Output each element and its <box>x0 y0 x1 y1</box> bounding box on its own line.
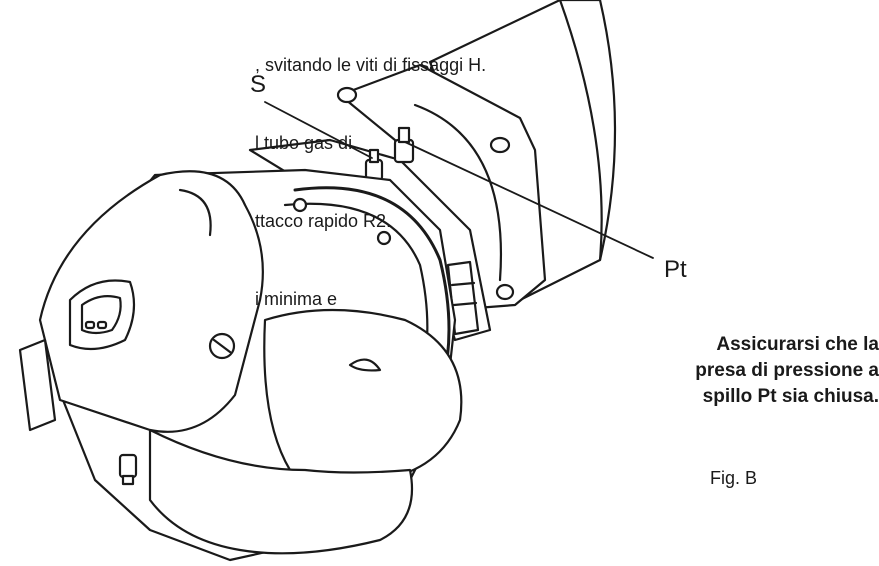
instruction-text: , svitando le viti di fissaggi H. l tubo… <box>0 0 486 338</box>
instruction-line: i minima e <box>255 289 338 309</box>
instruction-line: , svitando le viti di fissaggi H. <box>255 55 487 75</box>
leader-line-pt <box>404 141 654 259</box>
lock-knob <box>208 332 236 360</box>
leader-line-s <box>264 101 373 159</box>
instruction-line: l tubo gas di <box>255 133 353 153</box>
front-hood <box>263 308 463 482</box>
cable-gland <box>118 453 138 486</box>
flange-hole <box>489 136 511 154</box>
flange-hole <box>336 86 358 104</box>
warning-line: Assicurarsi che la <box>716 334 879 355</box>
hinge <box>248 138 492 342</box>
pressure-fitting-pt <box>393 126 415 164</box>
warning-line: spillo Pt sia chiusa. <box>702 386 879 407</box>
housing-cover <box>38 170 264 433</box>
warning-line: presa di pressione a <box>695 360 879 381</box>
instruction-line: ttacco rapido R2. <box>255 211 392 231</box>
flange-hole <box>495 283 515 301</box>
side-connector <box>18 338 57 432</box>
callout-label-s: S <box>250 71 267 98</box>
callout-label-pt: Pt <box>664 256 687 283</box>
figure-caption: Fig. B <box>710 468 758 488</box>
control-panel <box>68 279 136 351</box>
